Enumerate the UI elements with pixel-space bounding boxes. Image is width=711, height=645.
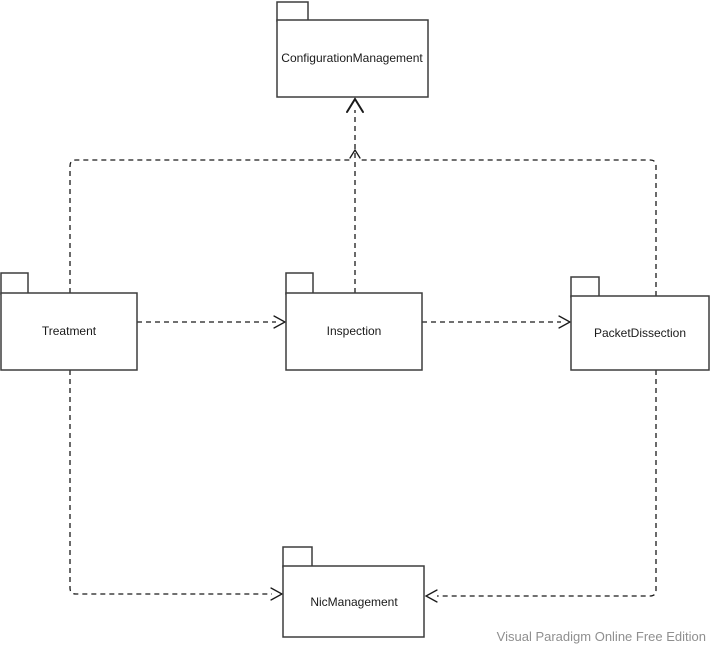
dependency-line [69, 159, 350, 293]
package-tab [570, 276, 600, 298]
watermark: Visual Paradigm Online Free Edition [497, 629, 706, 644]
package-label: Treatment [42, 324, 97, 338]
open-arrowhead-icon [424, 589, 438, 603]
package-label: Inspection [327, 324, 382, 338]
dependency-inspection-to-configurationmanagement[interactable] [346, 97, 364, 293]
package-nicmanagement[interactable]: NicManagement [282, 546, 425, 638]
package-configurationmanagement[interactable]: ConfigurationManagement [276, 1, 429, 98]
dependency-treatment-to-configurationmanagement[interactable] [69, 159, 350, 293]
package-body [0, 292, 138, 371]
package-body [285, 292, 423, 371]
dependency-packetdissection-to-configurationmanagement[interactable] [349, 148, 657, 296]
package-body [276, 19, 429, 98]
package-label: ConfigurationManagement [281, 51, 423, 65]
dependency-line [69, 370, 272, 595]
package-inspection[interactable]: Inspection [285, 272, 423, 371]
open-arrowhead-icon [558, 315, 572, 329]
dependency-inspection-to-packetdissection[interactable] [422, 315, 572, 329]
open-arrowhead-icon [349, 148, 361, 159]
dependency-line [360, 159, 657, 296]
package-tab [0, 272, 29, 295]
package-tab [276, 1, 309, 22]
dependency-treatment-to-inspection[interactable] [137, 315, 287, 329]
package-packetdissection[interactable]: PacketDissection [570, 276, 710, 371]
package-body [282, 565, 425, 638]
dependency-packetdissection-to-nicmanagement[interactable] [424, 370, 657, 603]
package-tab [282, 546, 313, 568]
open-arrowhead-icon [346, 97, 364, 113]
package-label: NicManagement [310, 595, 398, 609]
open-arrowhead-icon [273, 315, 287, 329]
package-treatment[interactable]: Treatment [0, 272, 138, 371]
package-body [570, 295, 710, 371]
package-label: PacketDissection [594, 326, 686, 340]
dependency-treatment-to-nicmanagement[interactable] [69, 370, 284, 601]
dependency-line [437, 370, 657, 597]
package-tab [285, 272, 314, 295]
open-arrowhead-icon [270, 587, 284, 601]
